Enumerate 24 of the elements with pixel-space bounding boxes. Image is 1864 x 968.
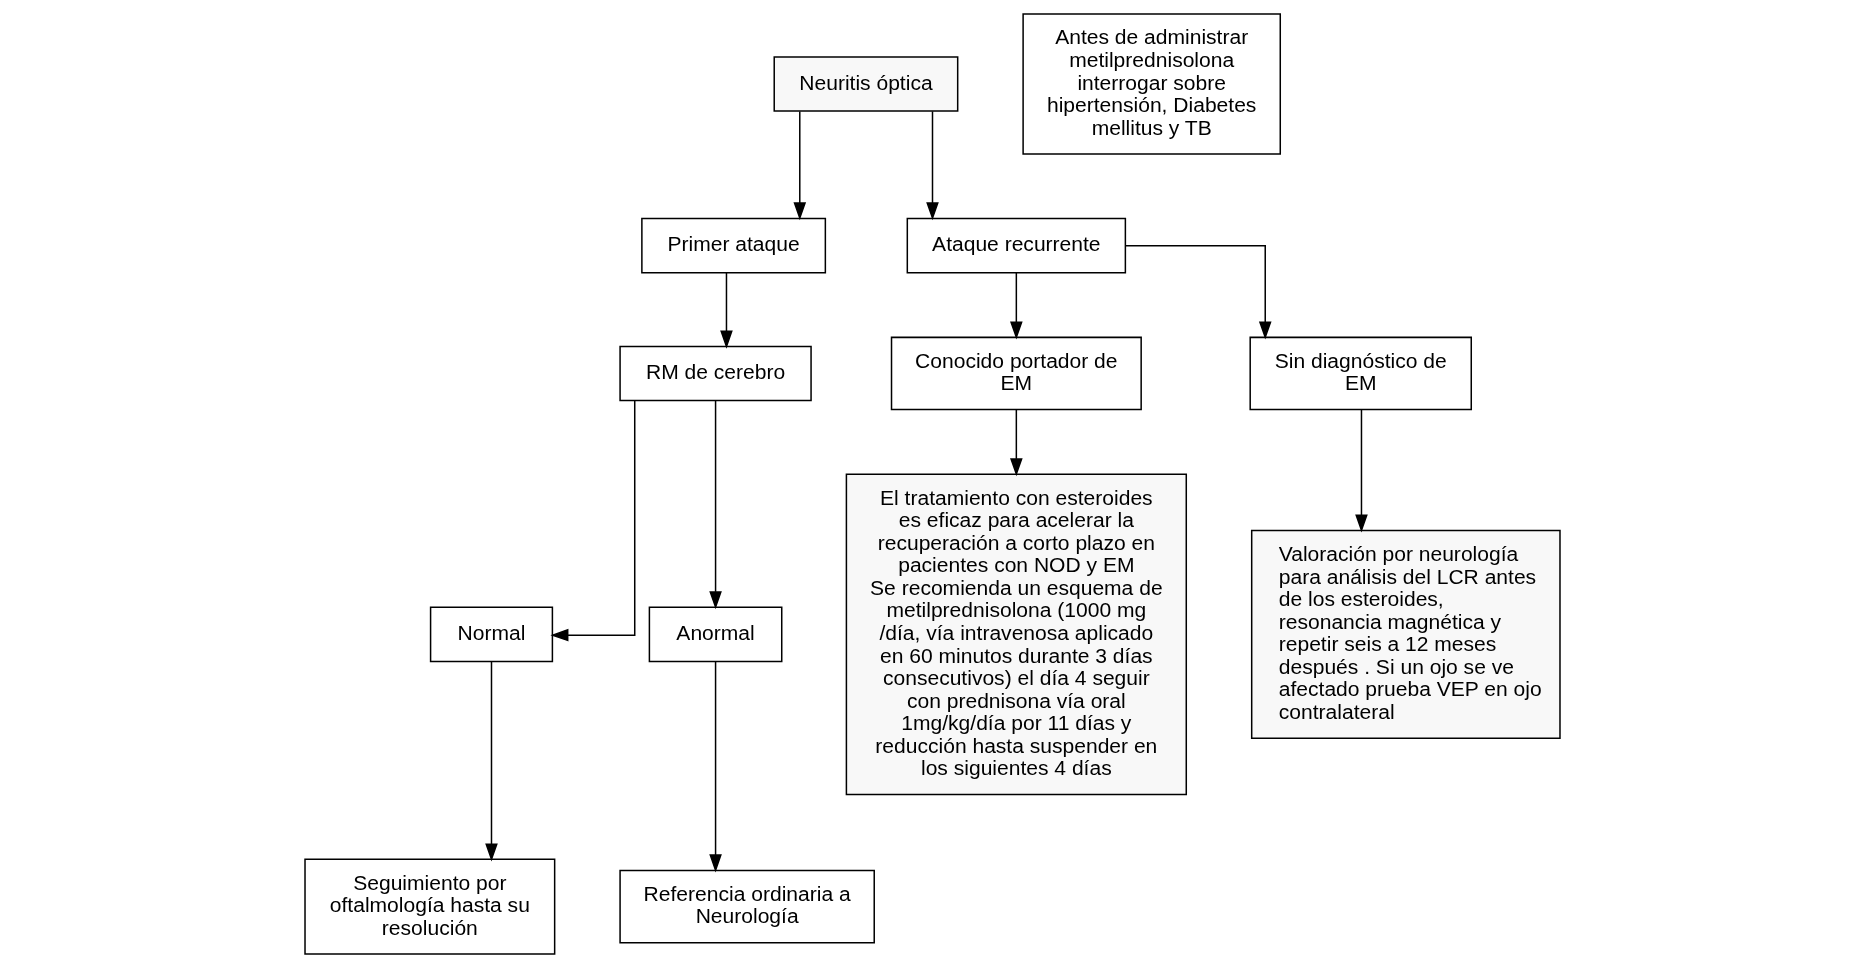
- node-box: Referencia ordinaria a Neurología: [618, 869, 875, 944]
- arrow: [1009, 409, 1023, 477]
- arrow: [792, 110, 806, 221]
- arrow: [1009, 272, 1023, 340]
- node-box: Antes de administrar metilprednisolona interrogar sobre hipertensión, Diabetes mellitus y TB: [1021, 13, 1281, 155]
- node-box: Neuritis óptica: [772, 56, 958, 112]
- node-box: Anormal: [648, 606, 782, 663]
- arrow: [925, 110, 939, 221]
- node-box: Ataque recurrente: [906, 217, 1126, 274]
- node-box: Sin diagnóstico de EM: [1248, 336, 1472, 411]
- node-box: Normal: [429, 606, 553, 663]
- node-box: Seguimiento por oftalmología hasta su resolución: [303, 858, 555, 955]
- node-box: Conocido portador de EM: [890, 336, 1142, 411]
- arrow: [1354, 409, 1368, 533]
- node-box: RM de cerebro: [618, 345, 812, 402]
- node-box: Valoración por neurología para análisis del LCR antes de los esteroides, resonancia magnética y repetir seis a 12 meses después . Si un ojo se ve afectado prueba VEP en ojo contralateral: [1250, 529, 1561, 739]
- node-box: El tratamiento con esteroides es eficaz para acelerar la recuperación a corto plazo en pacientes con NOD y EM Se recomienda un esquema de metilprednisolona (1000 mg /día, vía intravenosa aplicado en 60 minutos durante 3 días consecutivos) el día 4 seguir con prednisona vía oral 1mg/kg/día por 11 días y reducción hasta suspender en los siguientes 4 días: [845, 473, 1187, 796]
- arrow: [708, 400, 722, 610]
- arrow: [719, 272, 733, 349]
- arrow: [484, 660, 498, 862]
- arrow: [1124, 244, 1272, 340]
- arrow: [708, 660, 722, 873]
- arrow: [549, 400, 635, 642]
- node-box: Primer ataque: [640, 217, 826, 274]
